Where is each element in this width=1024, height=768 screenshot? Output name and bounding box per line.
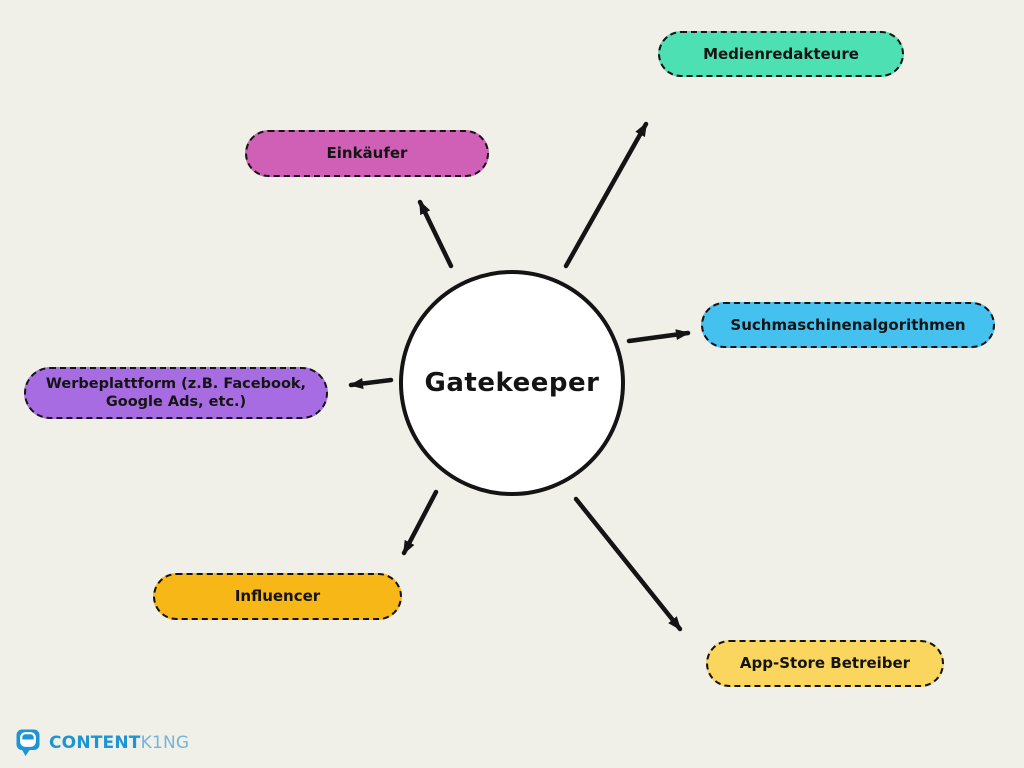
arrow-to-medienredakteure [563,121,649,269]
contentking-logo-text: CONTENTK1NG [49,733,189,753]
arrow-to-werbeplattform [348,377,394,389]
arrow-to-app-store-betreiber [573,496,683,632]
node-einkaeufer: Einkäufer [245,130,489,177]
arrow-to-einkaeufer [417,199,454,269]
node-suchmaschinenalgorithmen: Suchmaschinenalgorithmen [701,302,995,348]
contentking-logo: CONTENTK1NG [16,729,189,757]
logo-text-secondary: K1NG [140,733,190,753]
node-label: Suchmaschinenalgorithmen [730,315,966,334]
node-werbeplattform: Werbeplattform (z.B. Facebook, Google Ad… [24,367,328,419]
node-medienredakteure: Medienredakteure [658,31,904,77]
center-node-label: Gatekeeper [424,368,600,398]
arrow-to-influencer [401,489,439,556]
node-label: Influencer [234,587,321,606]
node-influencer: Influencer [153,573,402,620]
node-label: Medienredakteure [703,44,859,63]
logo-text-primary: CONTENT [49,733,141,753]
arrow-to-suchmaschinenalgorithmen [626,329,691,344]
node-label: App-Store Betreiber [739,654,911,673]
node-label: Einkäufer [326,144,408,163]
node-app-store-betreiber: App-Store Betreiber [706,640,944,687]
contentking-logo-icon [16,729,42,757]
center-node-gatekeeper: Gatekeeper [399,270,625,496]
node-label: Werbeplattform (z.B. Facebook, Google Ad… [45,375,307,410]
